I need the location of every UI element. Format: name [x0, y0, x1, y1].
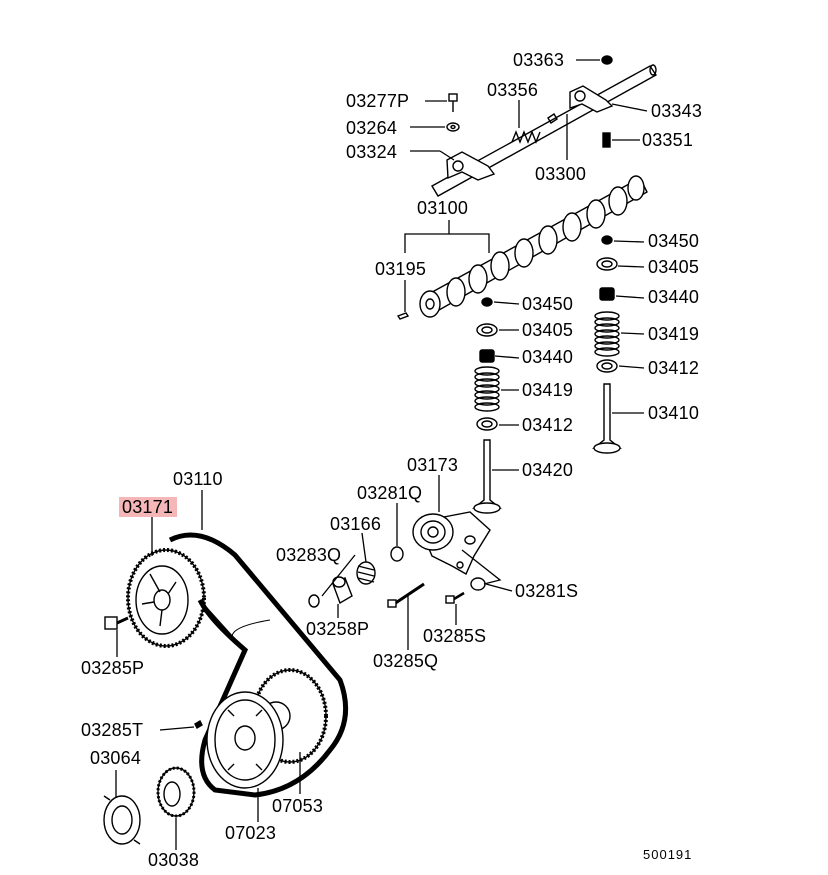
- label-03171-highlighted[interactable]: 03171: [119, 497, 178, 517]
- label-03285t: 03285T: [81, 720, 144, 740]
- camshaft-sprocket: [126, 548, 206, 648]
- label-03419-right: 03419: [648, 324, 700, 344]
- label-03258p: 03258P: [306, 619, 370, 639]
- label-03195: 03195: [375, 259, 427, 279]
- label-03412-left: 03412: [522, 415, 574, 435]
- label-07053: 07053: [272, 796, 324, 816]
- washer-03281q: [390, 546, 404, 562]
- label-03285p: 03285P: [81, 658, 145, 678]
- tensioner-spring: [356, 561, 376, 585]
- label-03281s: 03281S: [515, 581, 579, 601]
- label-03440-right: 03440: [648, 287, 700, 307]
- label-03420: 03420: [522, 460, 574, 480]
- label-03410: 03410: [648, 403, 700, 423]
- camshaft: [396, 175, 648, 320]
- valve-spring-right: [594, 311, 620, 357]
- label-03277p: 03277P: [346, 91, 410, 111]
- label-03166: 03166: [330, 514, 382, 534]
- label-03450-left: 03450: [522, 294, 574, 314]
- small-sprocket: [156, 766, 196, 818]
- label-03356: 03356: [487, 80, 539, 100]
- label-03110: 03110: [173, 469, 223, 489]
- label-07023: 07023: [225, 823, 277, 843]
- label-03343: 03343: [651, 101, 703, 121]
- label-03405-right: 03405: [648, 257, 700, 277]
- label-03285q: 03285Q: [373, 651, 439, 671]
- label-03450-right: 03450: [648, 231, 700, 251]
- label-03419-left: 03419: [522, 380, 574, 400]
- retainer-plate: [103, 795, 141, 845]
- label-03405-left: 03405: [522, 320, 574, 340]
- label-03064: 03064: [90, 748, 142, 768]
- valve-train-left: [472, 297, 502, 514]
- label-03264: 03264: [346, 118, 398, 138]
- label-03100: 03100: [417, 198, 469, 218]
- label-03300: 03300: [535, 164, 587, 184]
- leader-lines: [115, 59, 648, 850]
- label-03412-right: 03412: [648, 358, 700, 378]
- label-03281q: 03281Q: [357, 483, 423, 503]
- label-03173: 03173: [407, 455, 459, 475]
- rocker-shaft-assembly: [431, 55, 658, 197]
- sprocket-flange: [206, 691, 284, 789]
- timing-belt: [168, 532, 349, 798]
- valve-spring-left: [474, 366, 500, 412]
- label-03038: 03038: [148, 850, 200, 870]
- label-03351: 03351: [642, 130, 694, 150]
- figure-code: 500191: [643, 847, 693, 862]
- label-03324: 03324: [346, 142, 398, 162]
- label-03285s: 03285S: [423, 626, 487, 646]
- valve-train-right: [592, 235, 622, 454]
- label-03440-left: 03440: [522, 347, 574, 367]
- label-03283q: 03283Q: [276, 545, 342, 565]
- belt-tensioner: [412, 511, 491, 575]
- rocker-spring: [511, 130, 541, 144]
- label-03363: 03363: [513, 50, 565, 70]
